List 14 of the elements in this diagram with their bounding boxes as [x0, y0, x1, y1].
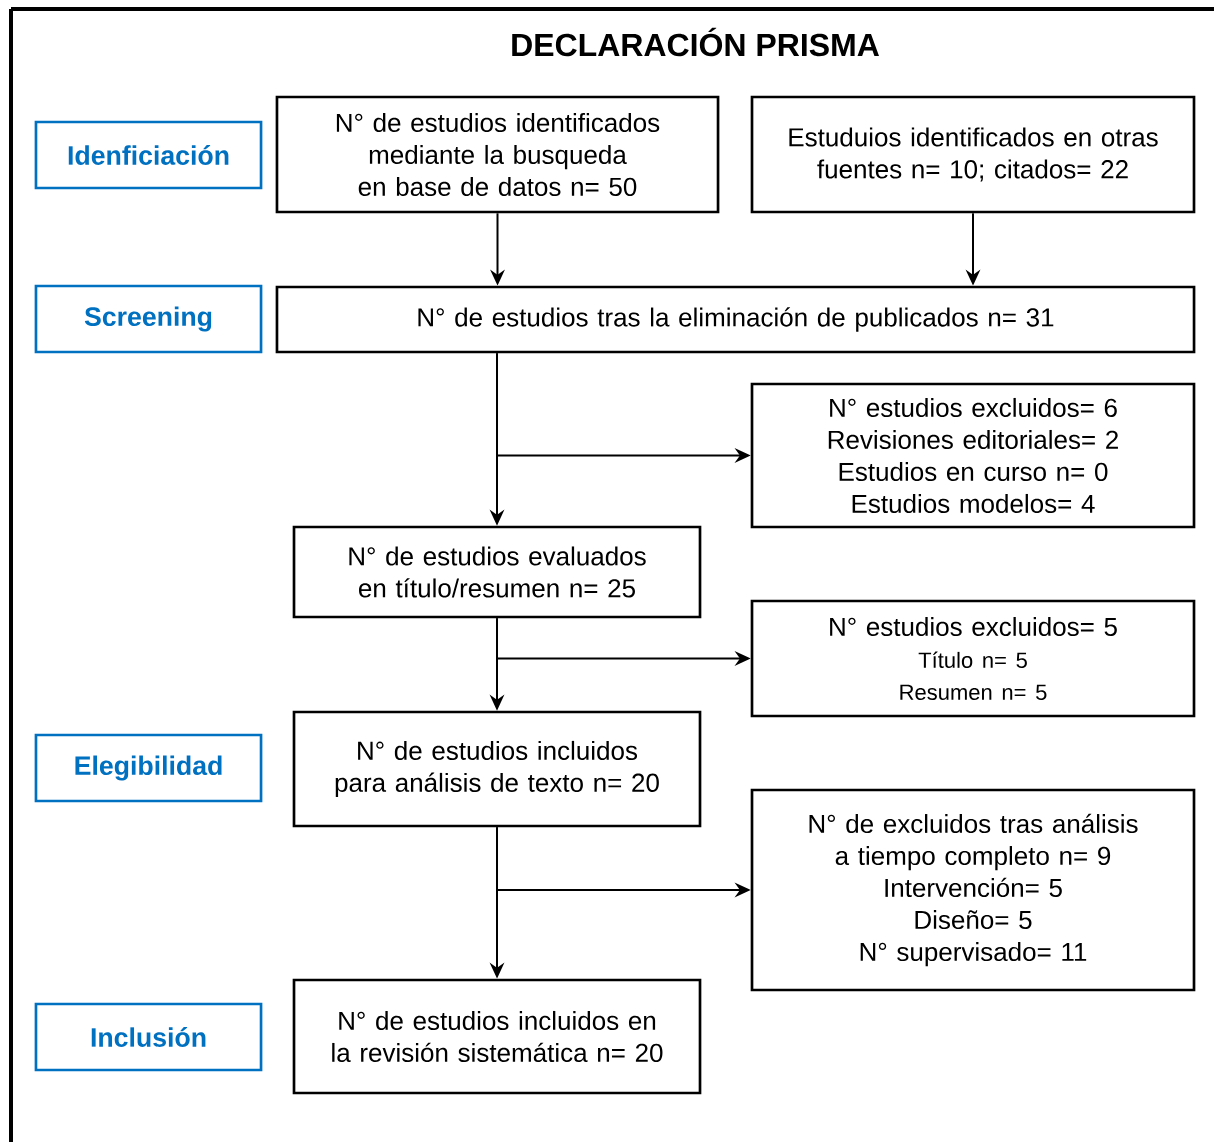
- stage-box: Elegibilidad: [34, 733, 263, 803]
- process-box: N° de estudios incluidos para análisis de texto n= 20: [292, 710, 702, 828]
- process-box: N° de estudios incluidos en la revisión sistemática n= 20: [292, 978, 702, 1095]
- process-box: Estuduios identificados en otras fuentes n= 10; citados= 22: [750, 95, 1196, 214]
- process-box: N° estudios excluidos= 5 Título n= 5 Resumen n= 5: [750, 599, 1196, 718]
- process-box: N° de estudios identificados mediante la busqueda en base de datos n= 50: [275, 95, 720, 214]
- title: DECLARACIÓN PRISMA: [512, 27, 879, 57]
- stage-box: Inclusión: [34, 1002, 263, 1072]
- process-box: N° de estudios evaluados en título/resumen n= 25: [292, 525, 702, 619]
- process-box: N° estudios excluidos= 6 Revisiones editoriales= 2 Estudios en curso n= 0 Estudios modelos= 4: [750, 382, 1196, 529]
- stage-box: Idenficiación: [34, 120, 263, 190]
- process-box: N° de excluidos tras análisis a tiempo completo n= 9 Intervención= 5 Diseño= 5 N° supervisado= 11: [750, 788, 1196, 992]
- stage-box: Screening: [34, 284, 263, 354]
- process-box: N° de estudios tras la eliminación de publicados n= 31: [275, 285, 1196, 354]
